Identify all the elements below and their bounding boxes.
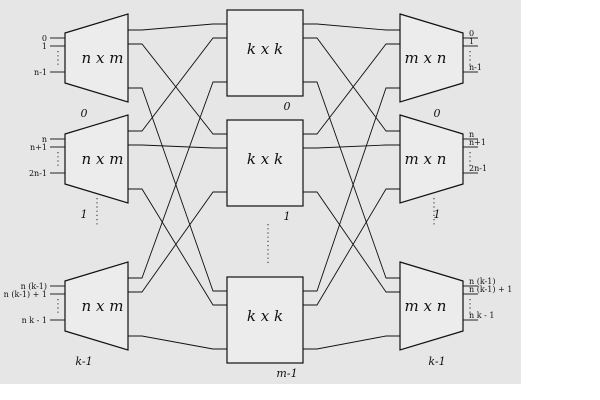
input-port-label: n+1 <box>30 143 47 152</box>
input-switch-index: 1 <box>81 208 88 221</box>
middle-switch-1 <box>226 119 304 207</box>
input-port-label: 0 <box>42 34 47 43</box>
middle-to-output-link <box>303 144 400 149</box>
output-port-label: 1 <box>469 37 474 46</box>
middle-to-output-link <box>303 191 400 293</box>
output-switch-label: m x n <box>405 150 447 168</box>
input-switch-index: k-1 <box>75 355 92 368</box>
output-port-label: n+1 <box>469 138 486 147</box>
middle-switch-index: 1 <box>284 210 291 223</box>
middle-to-output-link <box>303 81 400 279</box>
output-switch-1 <box>399 114 464 204</box>
output-switch-index: 0 <box>434 107 441 120</box>
input-port-label: n (k-1) + 1 <box>4 290 47 299</box>
input-to-middle-link <box>128 335 227 350</box>
input-to-middle-link <box>128 43 227 135</box>
output-port-label: n-1 <box>469 63 482 72</box>
input-to-middle-link <box>128 144 227 149</box>
input-to-middle-link <box>128 81 227 279</box>
output-switch-0 <box>399 13 464 103</box>
middle-switch-0 <box>226 9 304 97</box>
middle-switch-label: k x k <box>247 40 283 58</box>
input-switch-label: n x m <box>82 150 124 168</box>
input-switch-label: n x m <box>82 297 124 315</box>
middle-to-output-link <box>303 335 400 350</box>
output-port-label: n k - 1 <box>469 311 494 320</box>
input-switch-label: n x m <box>82 49 124 67</box>
middle-to-output-link <box>303 37 400 132</box>
input-switch-index: 0 <box>81 107 88 120</box>
output-port-label: 2n-1 <box>469 164 487 173</box>
input-port-label: 1 <box>42 42 47 51</box>
input-switch-0 <box>64 13 129 103</box>
input-switch-2 <box>64 261 129 351</box>
input-to-middle-link <box>128 23 227 31</box>
output-port-label: n <box>469 130 474 139</box>
input-switch-1 <box>64 114 129 204</box>
input-to-middle-link <box>128 188 227 306</box>
middle-switch-2 <box>226 276 304 364</box>
middle-to-output-link <box>303 23 400 31</box>
input-to-middle-link <box>128 87 227 292</box>
input-port-label: n-1 <box>34 68 47 77</box>
input-port-label: n k - 1 <box>22 316 47 325</box>
middle-switch-label: k x k <box>247 150 283 168</box>
middle-switch-index: 0 <box>284 100 291 113</box>
output-port-label: n (k-1) + 1 <box>469 285 512 294</box>
middle-to-output-link <box>303 87 400 292</box>
output-switch-2 <box>399 261 464 351</box>
input-port-label: n (k-1) <box>21 282 47 291</box>
middle-switch-label: k x k <box>247 307 283 325</box>
input-to-middle-link <box>128 191 227 293</box>
middle-switch-index: m-1 <box>276 367 297 380</box>
output-switch-label: m x n <box>405 297 447 315</box>
output-switch-index: k-1 <box>428 355 445 368</box>
output-port-label: 0 <box>469 29 474 38</box>
output-switch-label: m x n <box>405 49 447 67</box>
output-switch-index: 1 <box>434 208 441 221</box>
input-to-middle-link <box>128 37 227 132</box>
middle-to-output-link <box>303 43 400 135</box>
input-port-label: n <box>42 135 47 144</box>
switch-shapes <box>64 9 464 364</box>
middle-to-output-link <box>303 188 400 306</box>
output-port-label: n (k-1) <box>469 277 495 286</box>
input-port-label: 2n-1 <box>29 169 47 178</box>
